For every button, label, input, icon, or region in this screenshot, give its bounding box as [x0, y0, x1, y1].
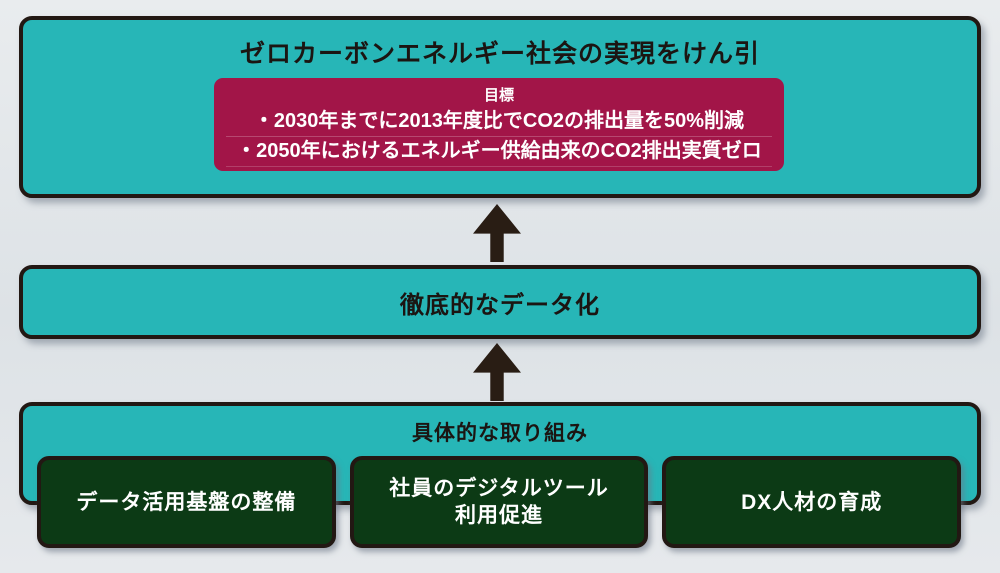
top-box-title: ゼロカーボンエネルギー社会の実現をけん引: [239, 40, 760, 68]
bottom-box-title: 具体的な取り組み: [412, 422, 588, 445]
goal-bullet-2030: ・2030年までに2013年度比でCO2の排出量を50%削減: [226, 107, 772, 137]
goal-bullet-2050: ・2050年におけるエネルギー供給由来のCO2排出実質ゼロ: [226, 137, 772, 167]
initiative-card-data-platform: データ活用基盤の整備: [37, 456, 336, 548]
middle-box-title: 徹底的なデータ化: [400, 291, 600, 319]
up-arrow-icon: [473, 204, 521, 262]
goal-heading: 目標: [483, 87, 514, 104]
up-arrow-icon: [473, 343, 521, 401]
initiative-card-dx-talent: DX人材の育成: [662, 456, 962, 548]
middle-data-box: 徹底的なデータ化: [19, 265, 981, 339]
initiative-card-row: データ活用基盤の整備 社員のデジタルツール 利用促進 DX人材の育成: [37, 456, 962, 548]
top-goal-box: ゼロカーボンエネルギー社会の実現をけん引 目標 ・2030年までに2013年度比…: [19, 16, 981, 198]
goal-panel: 目標 ・2030年までに2013年度比でCO2の排出量を50%削減 ・2050年…: [214, 78, 784, 171]
initiative-card-digital-tools: 社員のデジタルツール 利用促進: [349, 456, 649, 548]
bottom-initiatives-box: 具体的な取り組み データ活用基盤の整備 社員のデジタルツール 利用促進 DX人材…: [19, 402, 981, 548]
